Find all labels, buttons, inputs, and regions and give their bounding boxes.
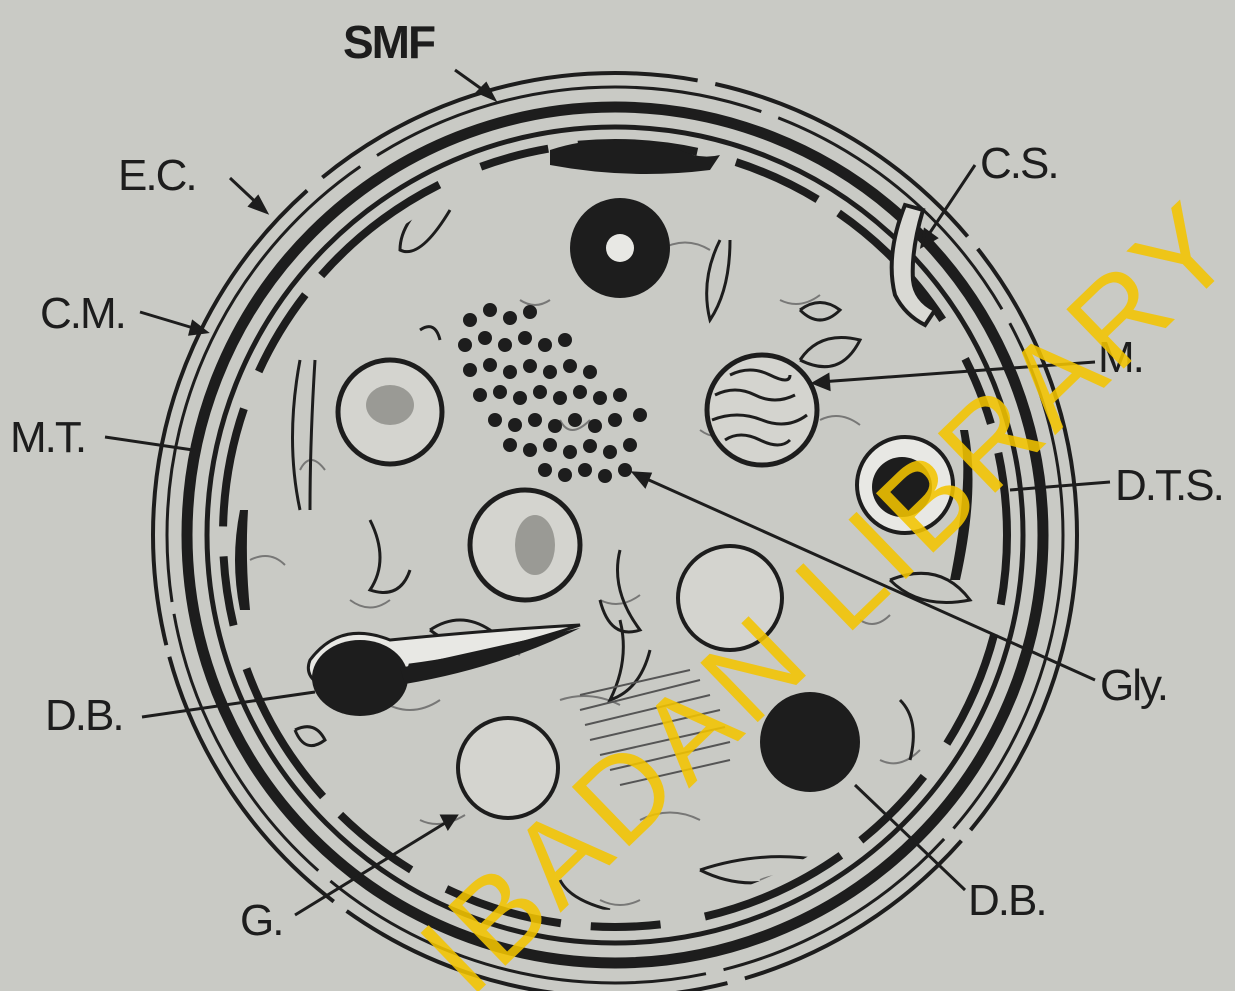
dense-body-left [308, 625, 580, 716]
label-cs: C.S. [980, 139, 1058, 188]
label-db-right: D.B. [968, 876, 1046, 925]
label-db-left: D.B. [45, 691, 123, 740]
fragment [550, 140, 720, 174]
tubule [800, 338, 860, 367]
label-smf: SMF [343, 16, 435, 68]
label-gly: Gly. [1100, 661, 1167, 710]
label-cm: C.M. [40, 289, 125, 338]
granule-center [470, 490, 580, 600]
label-mt: M.T. [10, 413, 85, 462]
tubule [900, 700, 913, 760]
granule-left [338, 360, 442, 464]
tubule [707, 240, 730, 320]
canal-system [892, 205, 935, 325]
dense-ring-body [570, 198, 670, 298]
leader-mt [105, 437, 193, 450]
tubule [293, 360, 316, 510]
leader-cs [925, 165, 975, 240]
label-ec: E.C. [118, 151, 196, 200]
label-g: G. [240, 896, 282, 945]
tubule [370, 520, 410, 593]
mitochondrion [707, 355, 817, 465]
fragment [235, 510, 250, 610]
label-dts: D.T.S. [1115, 461, 1223, 510]
tubule [600, 550, 640, 632]
glycogen-cluster [458, 303, 647, 483]
